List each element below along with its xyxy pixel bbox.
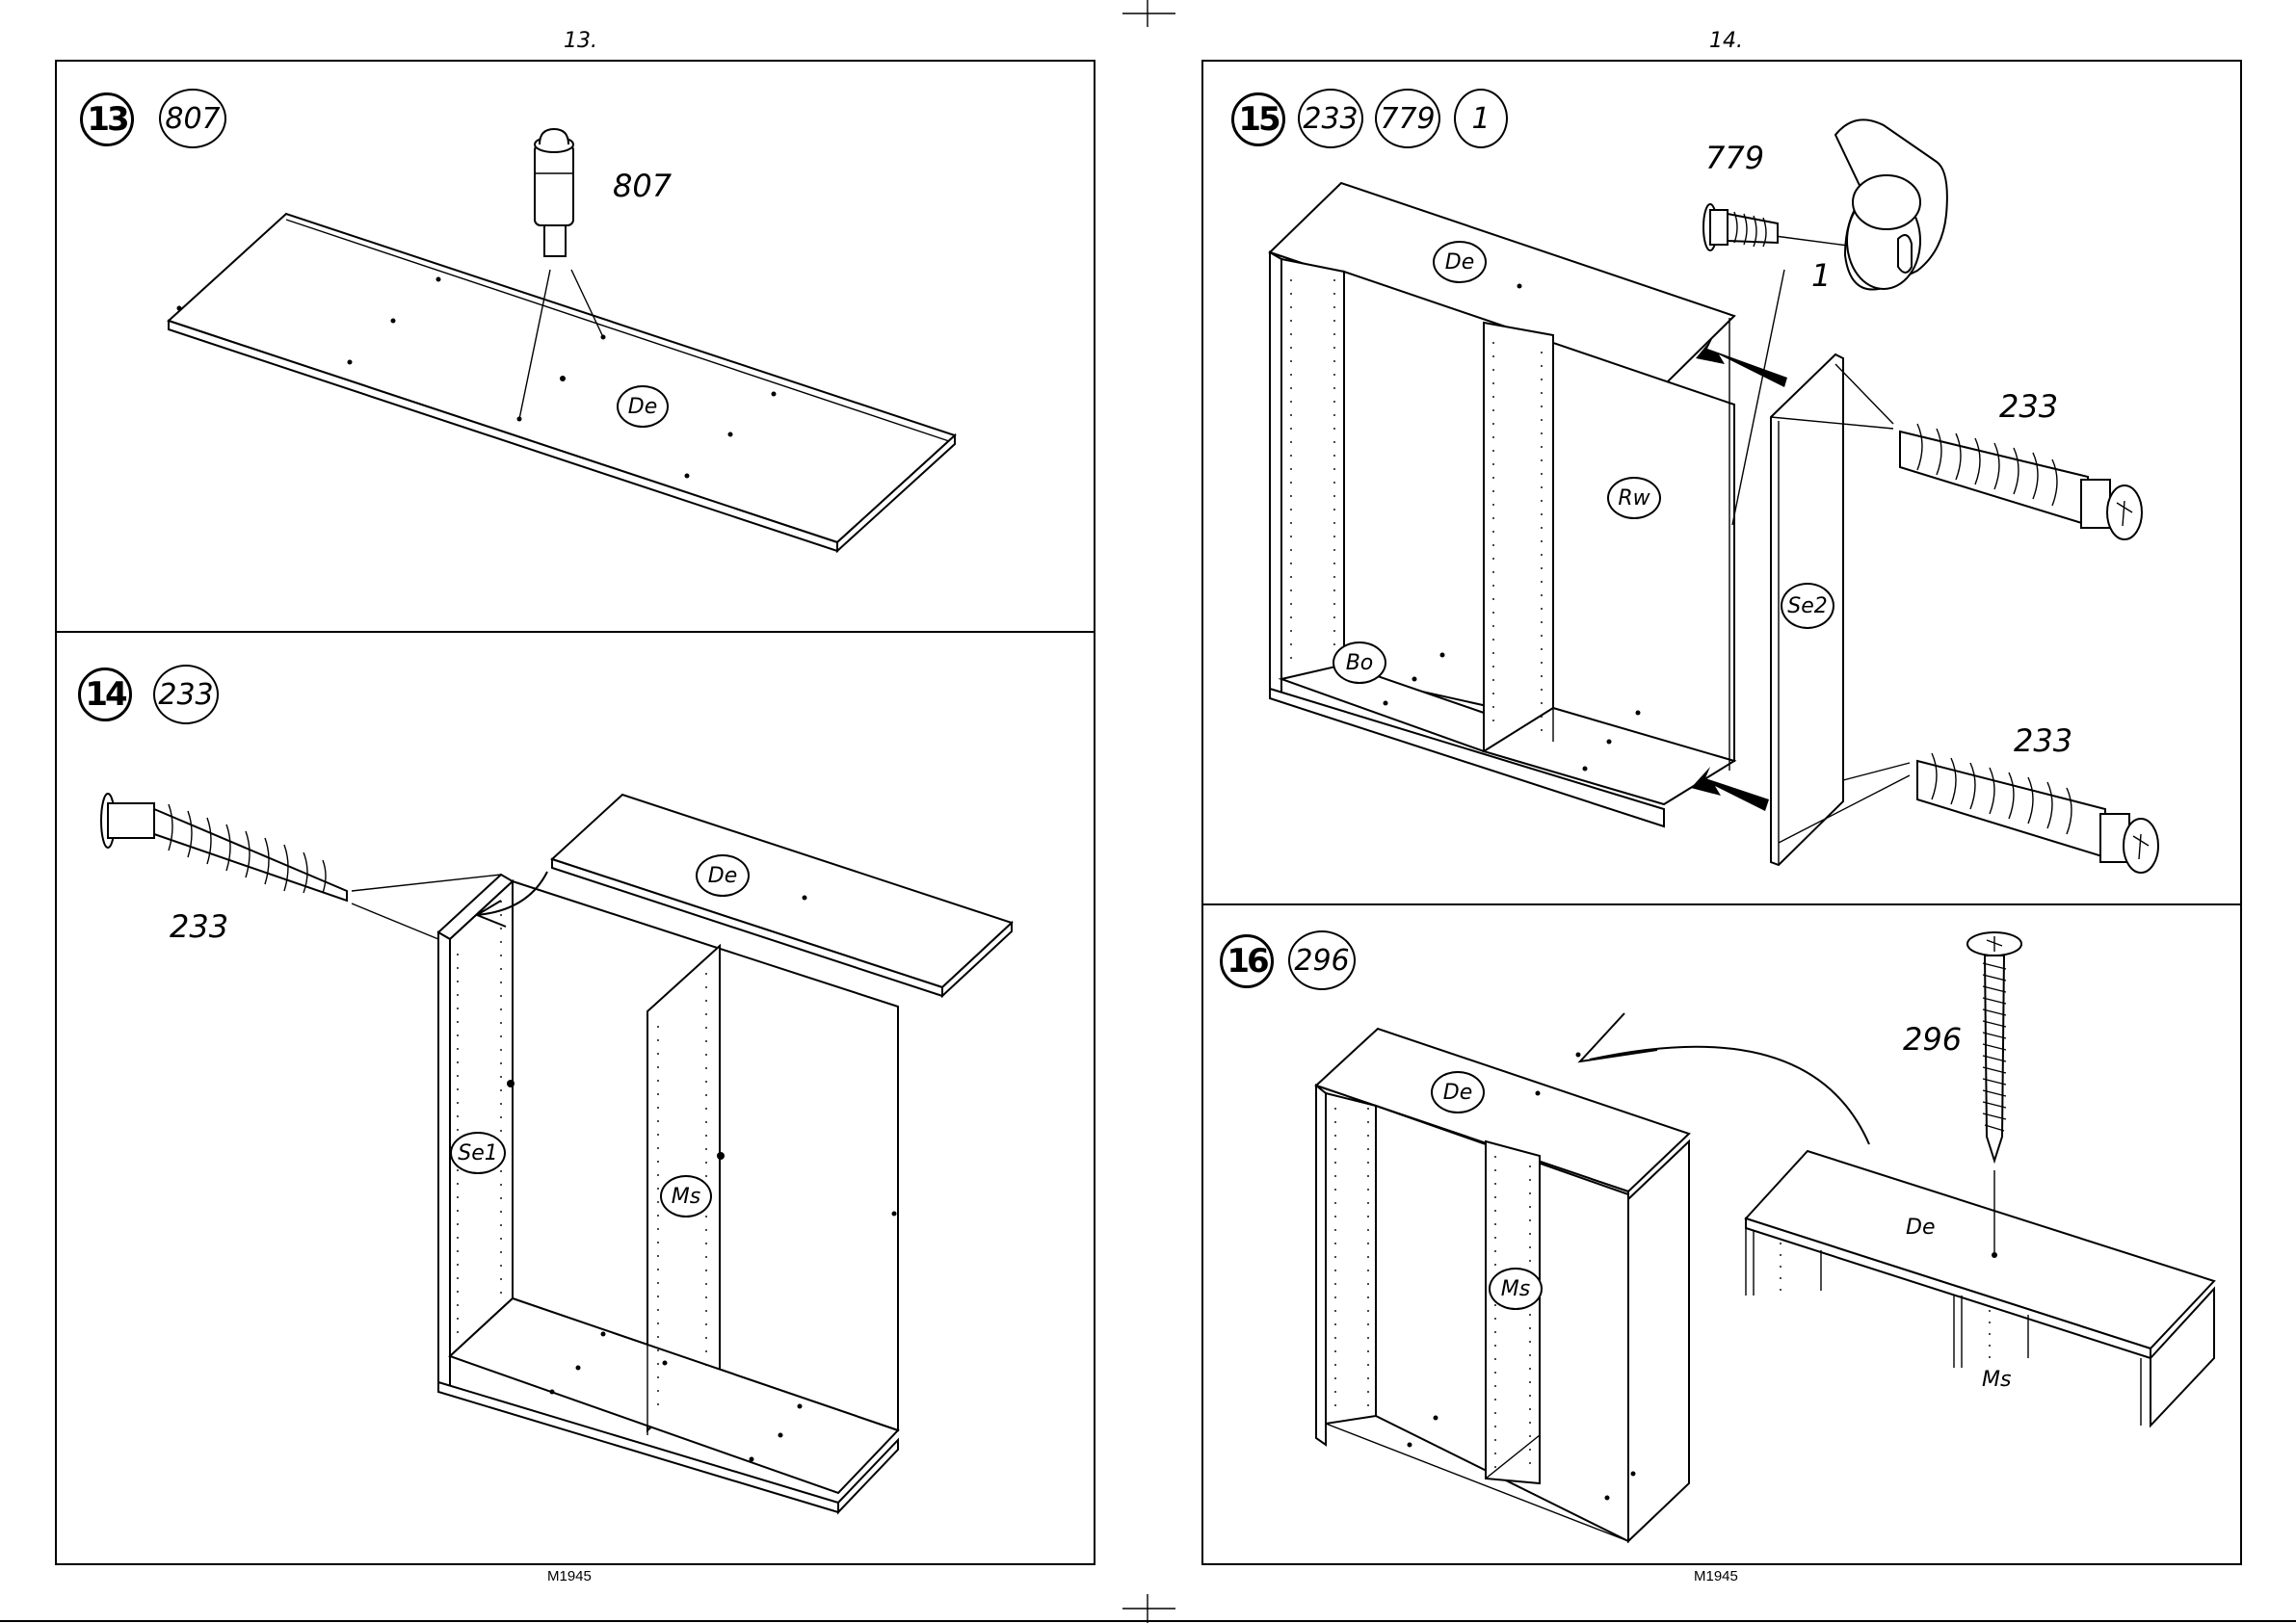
panel-label-ms-16-right: Ms — [1982, 1368, 2011, 1392]
panel-label-de-16-left: De — [1431, 1071, 1485, 1113]
screw-296-icon — [1967, 932, 2021, 1161]
panel-label-ms-16-left: Ms — [1489, 1268, 1543, 1310]
panel-label-de-16-right: De — [1906, 1216, 1935, 1240]
